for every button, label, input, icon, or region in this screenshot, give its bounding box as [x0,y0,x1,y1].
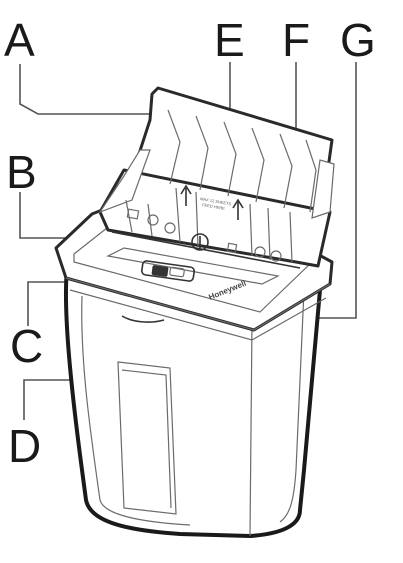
tray-front-divisions [125,187,293,263]
tray-right-flap [311,159,335,219]
callout-d: D [8,420,41,472]
bin-front-divider [249,321,253,537]
callout-b: B [6,146,37,198]
arrow-up-icon [232,198,244,220]
dial-icon[interactable] [191,233,209,251]
paper-feed-tray: MAX 12 SHEETS FEED HERE [98,86,335,269]
head-top-surface [73,223,314,313]
callout-a: A [4,14,35,66]
tray-ribs [167,109,317,213]
bin-window-inner [121,369,172,509]
paper-slot [111,231,301,269]
plate-icons [126,208,282,262]
tray-front-plate [98,168,332,268]
bin-right-edge [279,289,305,523]
callout-c: C [10,320,43,372]
handle-notch [121,315,165,323]
leader-a [19,64,160,115]
bin-window [117,361,177,515]
feed-label-line2: FEED HERE [202,202,226,211]
callout-g: G [340,14,376,66]
callout-e: E [214,14,245,66]
feed-label-line1: MAX 12 SHEETS [200,196,232,206]
callout-labels: A B C D E F G [4,14,376,472]
slide-switch-icon[interactable] [140,260,196,282]
control-panel-strip [106,247,280,285]
arrow-up-icon [180,184,192,206]
callout-f: F [282,14,310,66]
shredder-bin [63,258,332,538]
head-lower-lip [69,289,327,341]
head-front-lip [65,277,331,331]
bin-inner-contour [81,295,191,526]
